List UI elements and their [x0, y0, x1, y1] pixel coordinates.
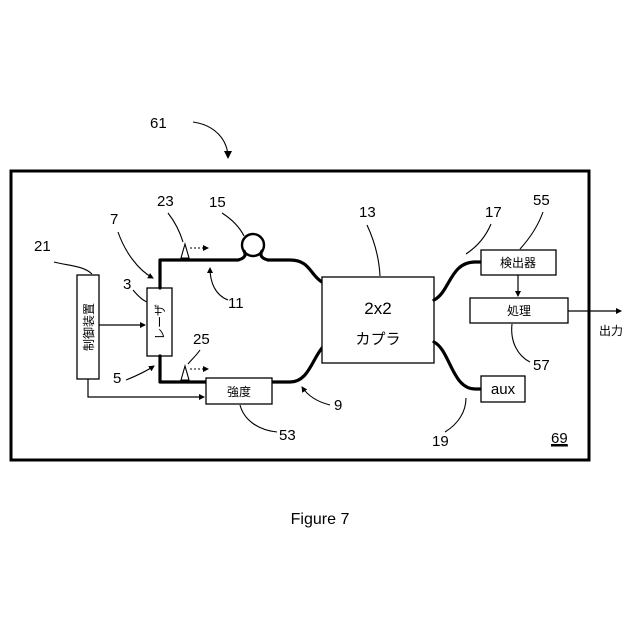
- ref-5: 5: [113, 370, 121, 387]
- output-fiber-upper: [434, 262, 481, 300]
- aux-label: aux: [491, 381, 516, 398]
- controller-label: 制御装置: [81, 303, 96, 351]
- processing-label: 処理: [507, 304, 531, 318]
- output-label: 出力: [599, 324, 623, 338]
- ref-19: 19: [432, 433, 449, 450]
- ref-13: 13: [359, 204, 376, 221]
- ref-55: 55: [533, 192, 550, 209]
- ref-69: 69: [551, 430, 568, 447]
- ref-61: 61: [150, 115, 167, 132]
- ref-9: 9: [334, 397, 342, 414]
- ref-9-arrow: [302, 387, 330, 405]
- ref-21: 21: [34, 238, 51, 255]
- coupler-label-top: 2x2: [364, 299, 391, 318]
- ref-57-lead: [512, 324, 530, 362]
- ref-25: 25: [193, 331, 210, 348]
- ref-57: 57: [533, 357, 550, 374]
- detector-label: 検出器: [500, 256, 536, 270]
- ref-11: 11: [228, 295, 244, 312]
- ref-19-lead: [445, 398, 466, 432]
- coupler-box: [322, 277, 434, 363]
- ref-7: 7: [110, 211, 118, 228]
- ref-3-lead: [133, 290, 147, 302]
- ref-17: 17: [485, 204, 502, 221]
- ref-53-lead: [240, 405, 277, 432]
- ref-55-lead: [520, 212, 543, 249]
- ref-53: 53: [279, 427, 296, 444]
- coupler-label-bottom: カプラ: [355, 330, 400, 348]
- ref-13-lead: [367, 225, 380, 276]
- ref-23: 23: [157, 193, 174, 210]
- intensity-label: 強度: [227, 384, 251, 399]
- laser-label: レーザ: [153, 304, 167, 340]
- ref-11-arrow: [210, 268, 228, 300]
- emitter-23-icon: [181, 244, 189, 258]
- emitter-25-icon: [181, 366, 189, 380]
- upper-fiber: [160, 260, 322, 288]
- ref-3: 3: [123, 276, 131, 293]
- ref-25-lead: [188, 350, 200, 364]
- ref-5-arrow: [126, 366, 154, 380]
- ref-61-arrow: [193, 122, 228, 158]
- ref-23-lead: [168, 213, 183, 242]
- ref-7-arrow: [118, 232, 153, 278]
- ref-21-lead: [54, 262, 92, 274]
- figure-caption: Figure 7: [291, 511, 350, 528]
- ref-15: 15: [209, 194, 226, 211]
- output-fiber-lower: [434, 342, 481, 389]
- ref-15-lead: [222, 213, 244, 236]
